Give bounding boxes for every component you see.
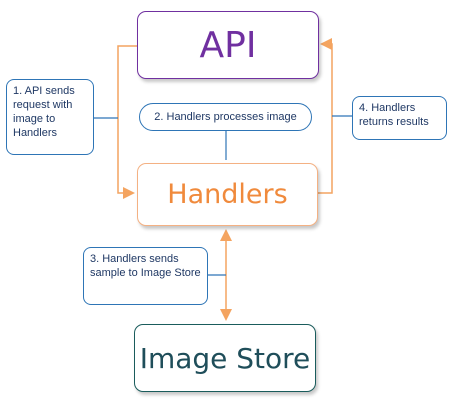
callout-step-1: 1. API sends request with image to Handl… [6,79,94,155]
arrow-handlers-to-api [318,38,333,194]
api-node: API [137,11,319,79]
api-label: API [199,24,257,66]
callout-step-3: 3. Handlers sends sample to Image Store [83,247,208,305]
image-store-label: Image Store [139,341,311,375]
handlers-node: Handlers [137,163,318,226]
callout-step-4: 4. Handlers returns results [352,96,447,140]
handlers-label: Handlers [167,179,288,210]
arrow-api-to-handlers [117,45,137,199]
image-store-node: Image Store [134,324,316,392]
callout-step-2: 2. Handlers processes image [139,103,312,131]
